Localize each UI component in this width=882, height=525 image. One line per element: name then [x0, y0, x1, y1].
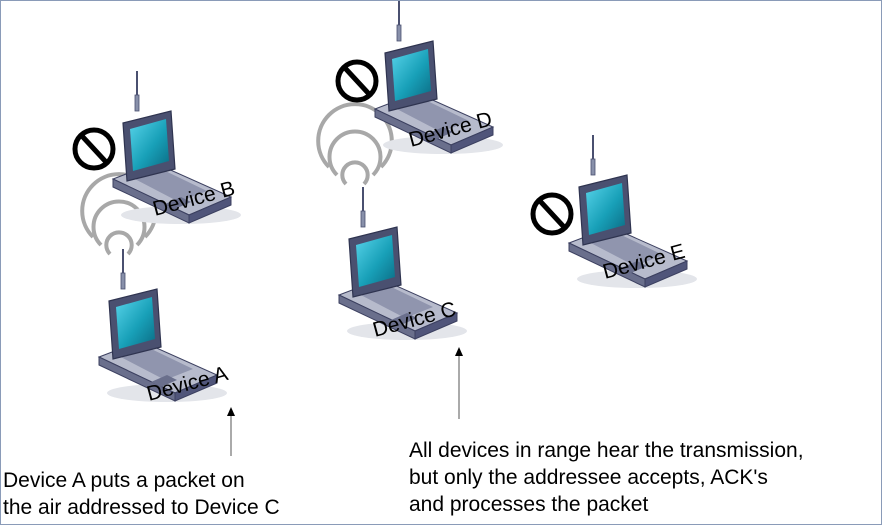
caption-line: Device A puts a packet on — [3, 469, 245, 492]
sender-caption: Device A puts a packet on the air addres… — [3, 467, 280, 521]
device-c: Device C — [316, 102, 468, 342]
arrow-up-icon — [227, 407, 235, 456]
device-e: Device E — [533, 134, 698, 289]
prohibited-icon — [338, 62, 376, 100]
prohibited-icon — [75, 130, 113, 168]
device-b: Device B — [75, 70, 242, 225]
broadcast-caption: All devices in range hear the transmissi… — [409, 437, 804, 518]
caption-line: All devices in range hear the transmissi… — [409, 439, 804, 462]
caption-line: and processes the packet — [409, 493, 649, 516]
arrow-up-icon — [455, 347, 463, 419]
caption-line: but only the addressee accepts, ACK's — [409, 466, 768, 489]
caption-line: the air addressed to Device C — [3, 496, 280, 519]
device-d: Device D — [338, 1, 504, 155]
prohibited-icon — [533, 195, 571, 233]
